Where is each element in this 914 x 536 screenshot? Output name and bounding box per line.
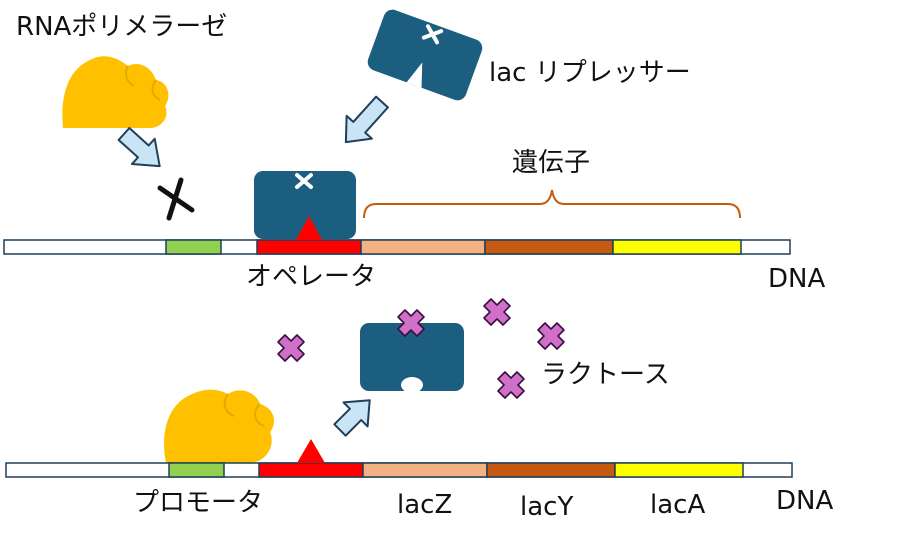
- lac-repressor-released-icon: [360, 323, 464, 393]
- dna-top-label: DNA: [768, 264, 826, 294]
- lactose-molecule-icon: [483, 298, 511, 326]
- lacY-segment-top: [484, 239, 614, 255]
- polymerase-arrow-top-icon: [117, 127, 161, 168]
- lacA-label: lacA: [650, 490, 706, 520]
- lac-repressor-label: lac リプレッサー: [489, 58, 691, 88]
- dna-strand-bottom: [5, 462, 793, 478]
- lacY-segment-bottom: [486, 462, 616, 478]
- lacZ-label: lacZ: [397, 490, 453, 520]
- operator-segment-top: [256, 239, 362, 255]
- promoter-segment-top: [165, 239, 222, 255]
- dna-strand-top: [3, 239, 791, 255]
- blocked-x-icon: [157, 177, 195, 221]
- lactose-molecule-icon: [497, 371, 525, 399]
- operator-triangle-top-icon: [296, 216, 322, 240]
- lacZ-segment-bottom: [362, 462, 488, 478]
- lactose-molecule-icon: [277, 334, 305, 362]
- lacA-segment-bottom: [614, 462, 744, 478]
- lac-repressor-bound-icon: [254, 171, 356, 239]
- rna-polymerase-label: RNAポリメラーゼ: [16, 12, 228, 42]
- operator-segment-bottom: [258, 462, 364, 478]
- repressor-arrow-icon: [344, 95, 389, 144]
- dna-bottom-label: DNA: [776, 486, 834, 516]
- promoter-label: プロモータ: [133, 488, 264, 518]
- lactose-molecule-icon: [537, 322, 565, 350]
- lactose-label: ラクトース: [541, 360, 670, 390]
- promoter-segment-bottom: [168, 462, 225, 478]
- lac-repressor-free-icon: [367, 9, 483, 101]
- release-arrow-icon: [333, 399, 371, 437]
- lacZ-segment-top: [360, 239, 486, 255]
- lacY-label: lacY: [520, 492, 574, 522]
- genes-label: 遺伝子: [512, 148, 591, 178]
- rna-polymerase-top-icon: [62, 56, 169, 128]
- genes-brace-icon: [363, 189, 741, 219]
- operator-label: オペレータ: [246, 262, 377, 292]
- lacA-segment-top: [612, 239, 742, 255]
- operator-triangle-bottom-icon: [297, 439, 325, 463]
- rna-polymerase-bottom-icon: [164, 389, 275, 463]
